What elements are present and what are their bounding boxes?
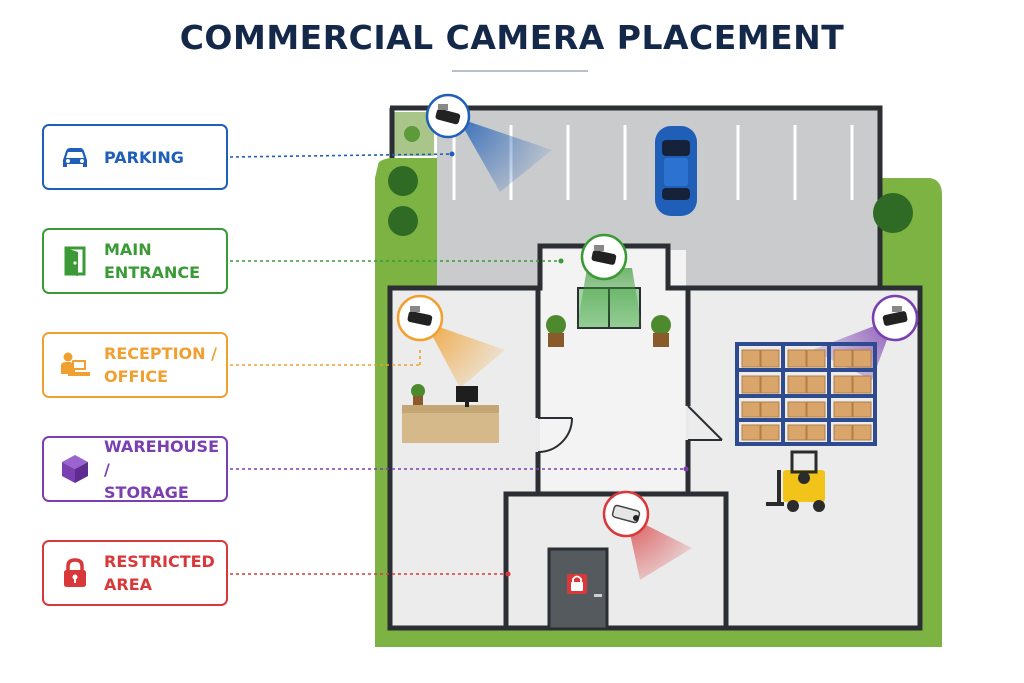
- legend-card-restricted: RESTRICTED AREA: [42, 540, 228, 606]
- parked-car: [655, 126, 697, 216]
- legend-card-parking: PARKING: [42, 124, 228, 190]
- page-title: COMMERCIAL CAMERA PLACEMENT: [179, 18, 845, 57]
- restricted-camera-coverage: [626, 515, 692, 580]
- parking-camera-icon: [425, 93, 471, 139]
- reception-desk: [402, 384, 499, 443]
- storage-shelving: [735, 342, 877, 446]
- legend-label-warehouse: WAREHOUSE / STORAGE: [104, 436, 219, 502]
- legend-label-reception: RECEPTION / OFFICE: [104, 344, 217, 386]
- parking-camera-coverage: [458, 118, 552, 192]
- restricted-camera-icon: [602, 490, 650, 538]
- building: [390, 246, 920, 628]
- reception-camera-icon: [396, 294, 444, 342]
- legend-label-restricted: RESTRICTED AREA: [104, 552, 215, 594]
- leader-lines: [229, 153, 686, 575]
- tree-icon: [388, 126, 913, 236]
- padlock-icon: [64, 558, 86, 587]
- leader-endpoints: [449, 151, 689, 577]
- legend-card-warehouse: WAREHOUSE / STORAGE: [42, 436, 228, 502]
- grass-strip-right: [880, 178, 942, 645]
- entrance-camera-icon: [580, 233, 628, 281]
- legend-label-main-entrance: MAIN ENTRANCE: [104, 240, 200, 282]
- title-divider: [452, 70, 588, 72]
- restricted-door: [547, 547, 609, 631]
- legend-card-main-entrance: MAIN ENTRANCE: [42, 228, 228, 294]
- car-icon: [63, 148, 87, 167]
- forklift-icon: [766, 450, 825, 512]
- legend-card-reception: RECEPTION / OFFICE: [42, 332, 228, 398]
- parking-stall-lines: [452, 125, 854, 200]
- legend-label-parking: PARKING: [104, 147, 184, 167]
- reception-camera-coverage: [425, 322, 505, 388]
- entrance-camera-coverage: [577, 268, 642, 328]
- door-icon: [64, 246, 86, 276]
- lobby-plants: [546, 315, 671, 347]
- warehouse-camera-icon: [871, 294, 919, 342]
- box-icon: [62, 455, 88, 483]
- interior-doors: [537, 405, 723, 453]
- grass-strip-left: [375, 158, 437, 645]
- person-desk-icon: [61, 352, 90, 376]
